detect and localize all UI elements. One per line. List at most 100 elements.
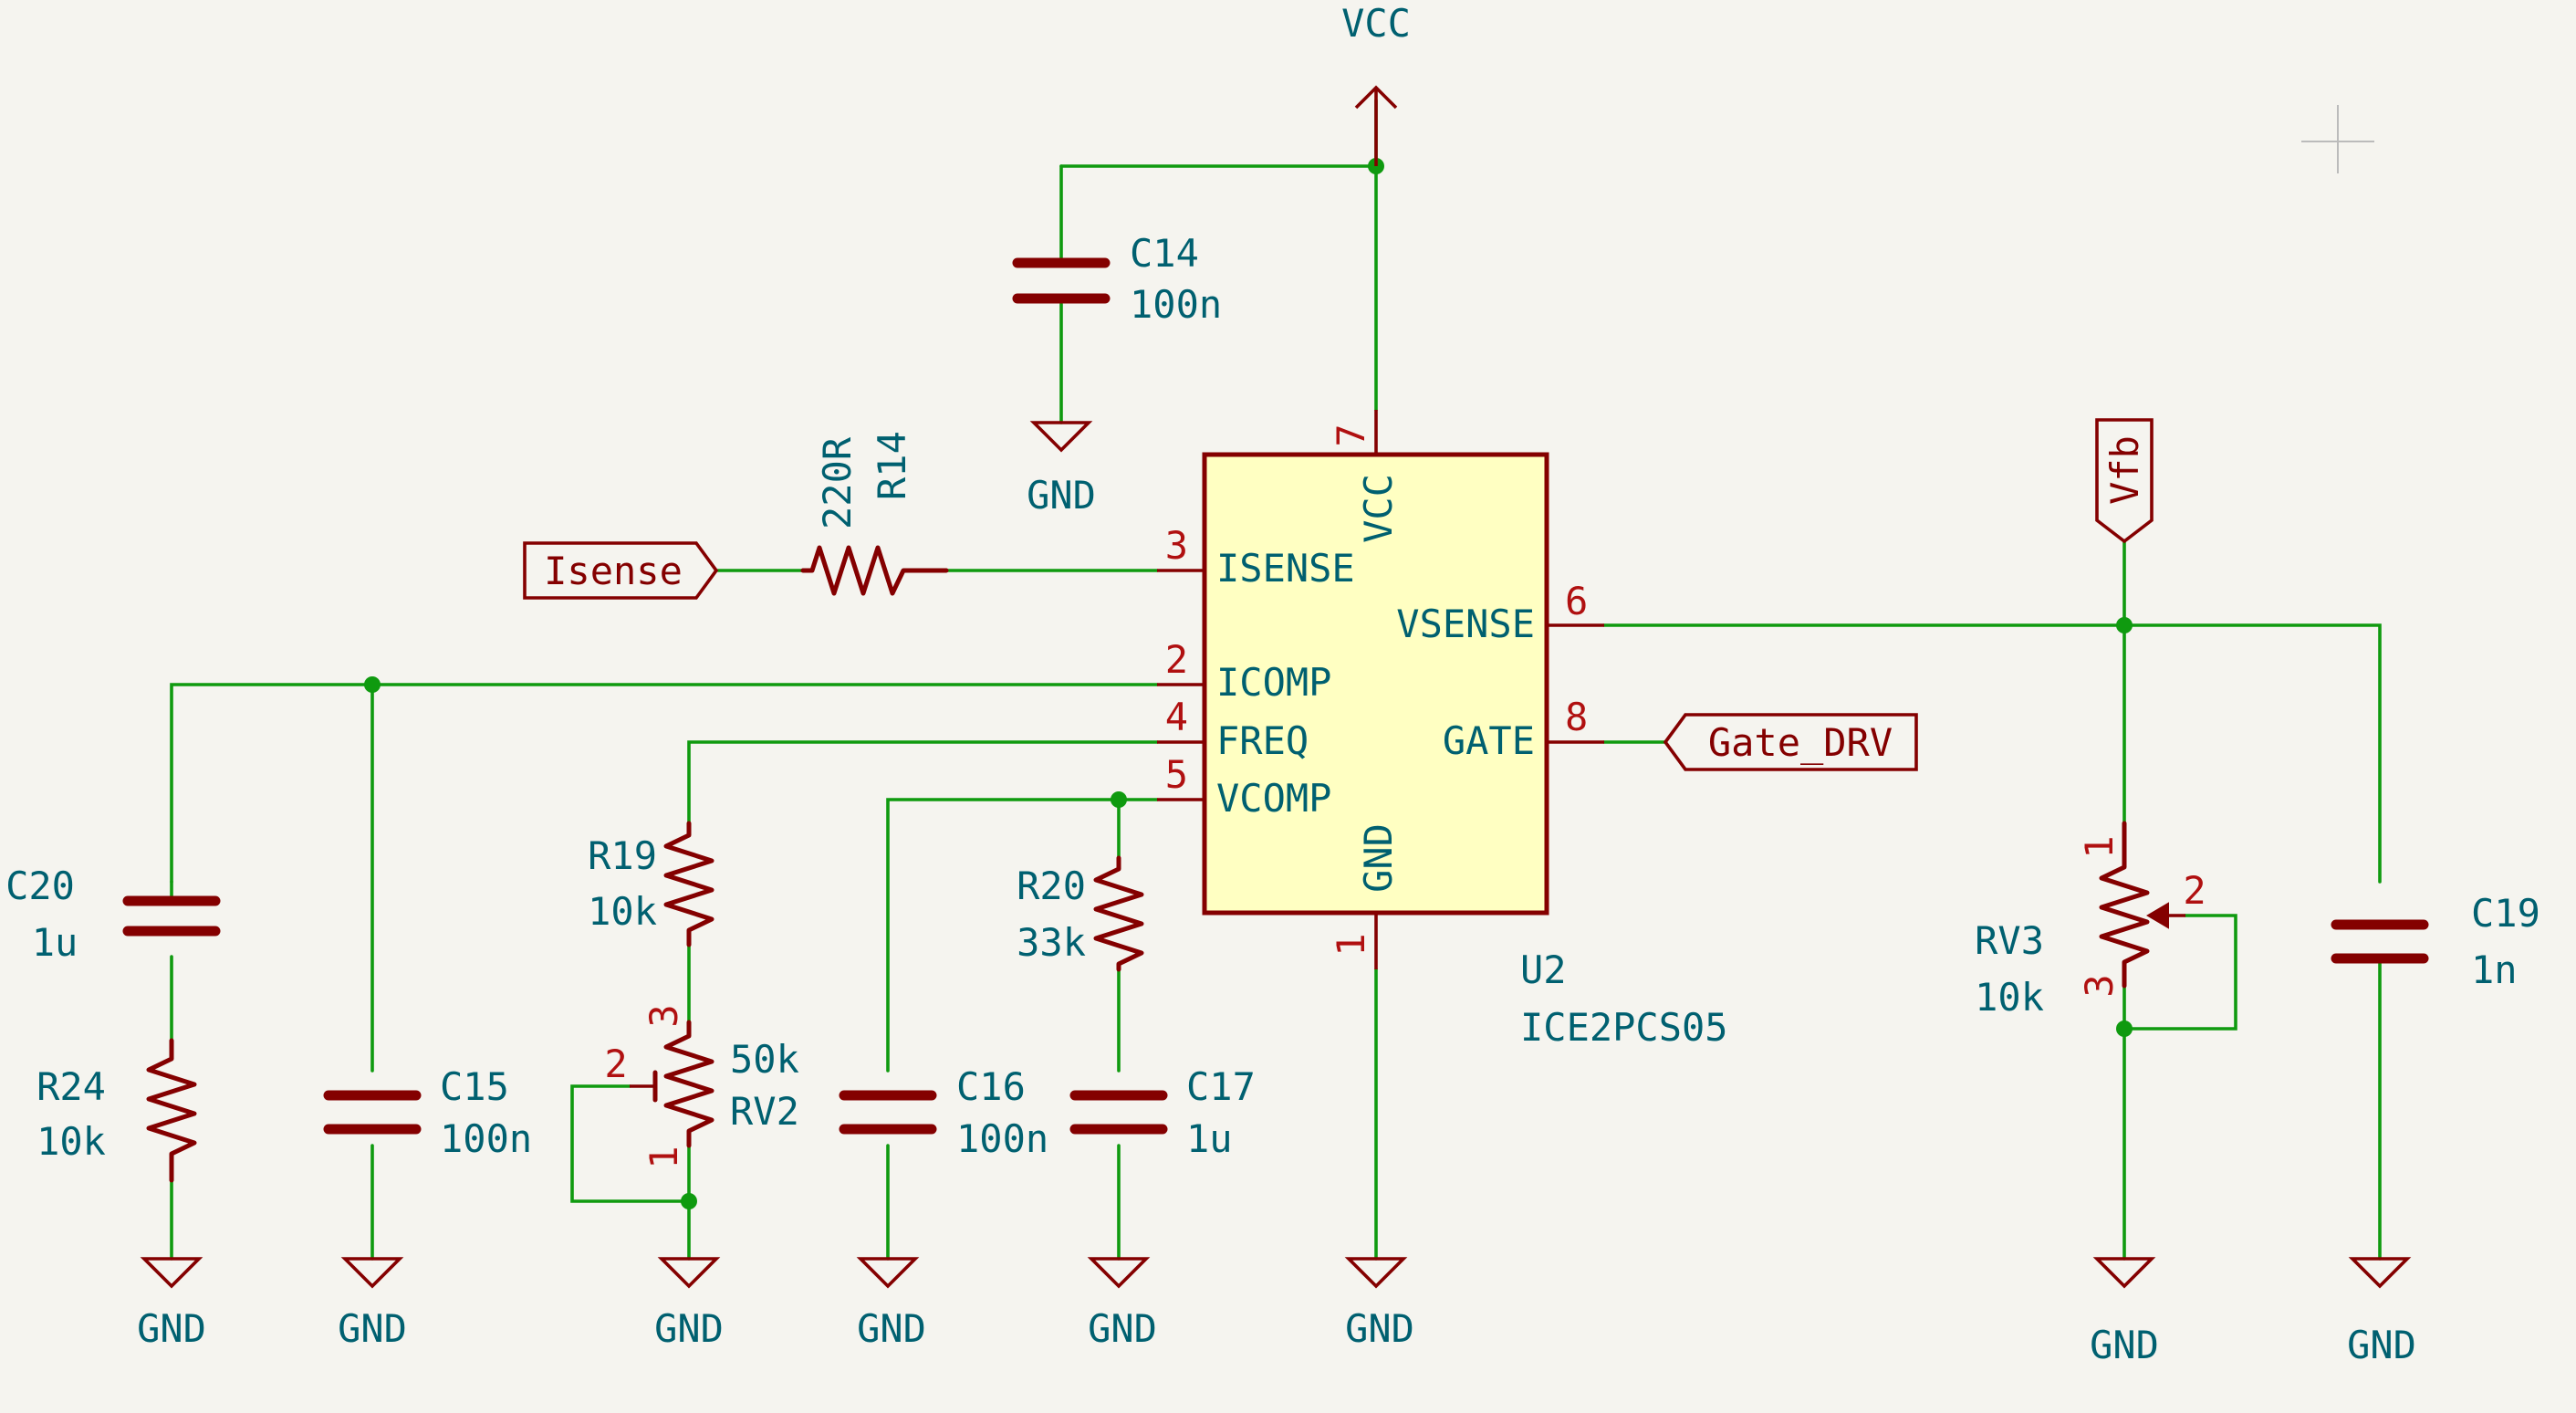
gnd-symbol-r24[interactable]: GND: [137, 1257, 206, 1351]
gnd-label: GND: [654, 1306, 724, 1351]
wires: [170, 99, 2382, 1261]
c15-value: 100n: [440, 1116, 532, 1161]
pin-number: 5: [1165, 752, 1188, 797]
vcc-label: VCC: [1341, 1, 1411, 46]
r19-value: 10k: [588, 889, 657, 934]
resistor-r24[interactable]: R24 10k: [37, 1038, 197, 1183]
rv3-reference: RV3: [1975, 918, 2044, 963]
capacitor-c17[interactable]: C17 1u: [1069, 1064, 1256, 1161]
pin-number: 1: [1329, 933, 1373, 956]
resistor-r14[interactable]: 220R R14: [800, 431, 949, 596]
gnd-label: GND: [1345, 1306, 1414, 1351]
c15-reference: C15: [440, 1064, 509, 1109]
wire-icomp: [170, 683, 1159, 884]
c14-reference: C14: [1130, 231, 1199, 276]
c20-value: 1u: [32, 920, 78, 965]
rv2-value: 50k: [730, 1037, 799, 1082]
rv3-value: 10k: [1975, 975, 2044, 1020]
wire-freq: [687, 740, 1159, 825]
c19-reference: C19: [2471, 891, 2540, 936]
global-label-isense[interactable]: Isense: [523, 541, 719, 600]
capacitor-c15[interactable]: C15 100n: [323, 1064, 532, 1161]
rv2-pin-number: 3: [641, 1004, 686, 1027]
r19-reference: R19: [588, 833, 657, 878]
junction-dot: [1111, 791, 1127, 808]
wire-rv3-wiper: [2122, 914, 2237, 1031]
r24-value: 10k: [37, 1119, 106, 1164]
wire-vsense: [1602, 623, 2382, 884]
gate-drv-label-text: Gate_DRV: [1708, 720, 1893, 765]
rv2-reference: RV2: [730, 1089, 799, 1134]
cursor-crosshair-icon: [2301, 105, 2374, 173]
c17-reference: C17: [1186, 1064, 1256, 1109]
gnd-symbol-c15[interactable]: GND: [338, 1257, 407, 1351]
junction-dot: [2116, 617, 2133, 633]
rv3-pin-number: 3: [2077, 974, 2122, 997]
c19-value: 1n: [2471, 947, 2518, 992]
ic-value: ICE2PCS05: [1520, 1005, 1728, 1050]
pin-name: VSENSE: [1396, 602, 1535, 646]
gnd-symbol-c16[interactable]: GND: [856, 1257, 926, 1351]
gnd-symbol-c19[interactable]: GND: [2347, 1257, 2416, 1367]
gnd-label: GND: [1088, 1306, 1157, 1351]
gnd-label: GND: [338, 1306, 407, 1351]
vcc-power-symbol[interactable]: VCC: [1341, 1, 1411, 166]
pin-number: 4: [1165, 695, 1188, 739]
global-label-gate-drv[interactable]: Gate_DRV: [1663, 713, 1918, 771]
gnd-label: GND: [2090, 1323, 2159, 1367]
pin-number: 7: [1329, 424, 1373, 446]
pin-number: 6: [1565, 579, 1588, 623]
c14-value: 100n: [1130, 282, 1222, 327]
potentiometer-rv2[interactable]: 2 3 1 50k RV2: [604, 1004, 799, 1168]
pin-number: 3: [1165, 523, 1188, 568]
ic-body: [1202, 452, 1549, 916]
c20-reference: C20: [5, 864, 75, 908]
ic-u2[interactable]: 7 3 2 4 5 1 6 8 VCC ISENSE ICOMP FREQ VC…: [1157, 410, 1728, 1050]
pin-name: VCC: [1356, 474, 1401, 543]
capacitor-c19[interactable]: C19 1n: [2331, 891, 2540, 992]
r20-reference: R20: [1017, 864, 1086, 908]
rv2-pin-number: 2: [604, 1041, 627, 1086]
pin-name: ICOMP: [1216, 660, 1331, 705]
potentiometer-rv3[interactable]: 1 2 3 RV3 10k: [1975, 821, 2206, 1020]
gnd-symbol-c14[interactable]: GND: [1027, 421, 1096, 518]
c16-value: 100n: [956, 1116, 1048, 1161]
c16-reference: C16: [956, 1064, 1026, 1109]
rv3-pin-number: 2: [2183, 868, 2206, 913]
wire-vcomp: [886, 798, 1159, 1073]
r14-value: 220R: [815, 436, 860, 529]
ic-reference: U2: [1520, 947, 1567, 992]
rv3-pin-number: 1: [2077, 835, 2122, 858]
pin-number: 8: [1565, 695, 1588, 739]
junctions: [364, 158, 2133, 1209]
gnd-label: GND: [2347, 1323, 2416, 1367]
capacitor-c20[interactable]: C20 1u: [5, 864, 221, 965]
gnd-symbol-rv3[interactable]: GND: [2090, 1257, 2159, 1367]
global-label-vfb[interactable]: Vfb: [2095, 418, 2154, 544]
resistor-r20[interactable]: R20 33k: [1017, 855, 1144, 972]
wire-rv2-wiper: [570, 1084, 691, 1203]
gnd-symbol-c17[interactable]: GND: [1087, 1257, 1157, 1351]
rv2-pin-number: 1: [641, 1146, 686, 1168]
junction-dot: [364, 676, 381, 693]
gnd-label: GND: [857, 1306, 926, 1351]
vfb-label-text: Vfb: [2102, 435, 2147, 505]
junction-dot: [681, 1193, 697, 1209]
pin-name: GATE: [1443, 718, 1535, 763]
r24-reference: R24: [37, 1064, 106, 1109]
capacitor-c16[interactable]: C16 100n: [839, 1064, 1048, 1161]
gnd-label: GND: [1027, 473, 1096, 518]
pin-number: 2: [1165, 637, 1188, 682]
c17-value: 1u: [1186, 1116, 1233, 1161]
gnd-label: GND: [137, 1306, 206, 1351]
gnd-symbol-ic[interactable]: GND: [1344, 1257, 1414, 1351]
isense-label-text: Isense: [544, 549, 683, 593]
gnd-symbol-rv2[interactable]: GND: [654, 1257, 724, 1351]
pin-name: FREQ: [1216, 718, 1309, 763]
capacitor-c14[interactable]: C14 100n: [1012, 231, 1222, 327]
pin-name: GND: [1356, 823, 1401, 893]
pin-name: ISENSE: [1216, 546, 1355, 591]
r14-reference: R14: [870, 431, 914, 500]
resistor-r19[interactable]: R19 10k: [588, 821, 714, 947]
